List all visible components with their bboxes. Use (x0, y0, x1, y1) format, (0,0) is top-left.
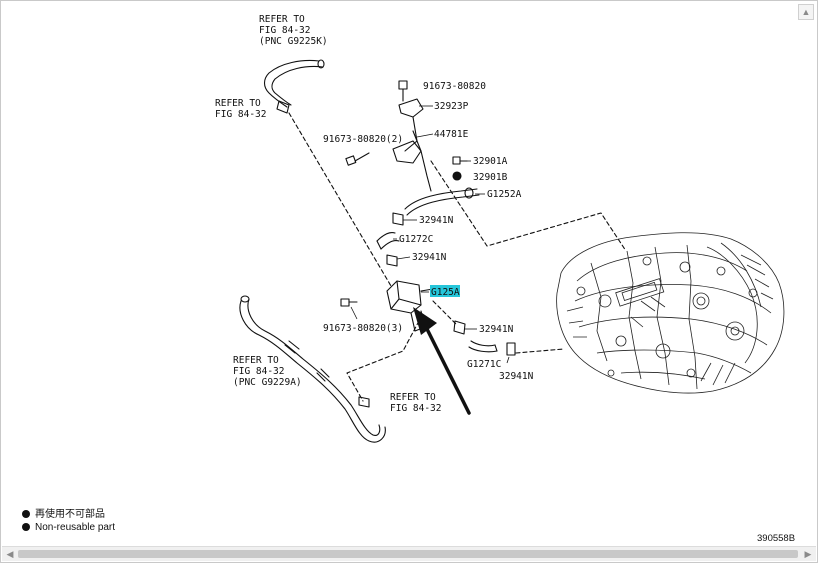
label-32941N-4: 32941N (499, 371, 534, 382)
label-refer-left-1: REFER TO (215, 98, 261, 109)
label-G1271C: G1271C (467, 359, 501, 370)
label-32901B: 32901B (473, 172, 508, 183)
label-refer-bl-3: (PNC G9229A) (233, 377, 302, 388)
label-32941N-3: 32941N (479, 324, 514, 335)
clamp-bottom (358, 396, 370, 408)
label-91673-3: 91673-80820(3) (323, 323, 403, 334)
bolt-32901A (452, 156, 468, 165)
label-32941N-1: 32941N (419, 215, 454, 226)
leader-lines (288, 112, 627, 402)
label-refer-top-3: (PNC G9225K) (259, 36, 328, 47)
label-G125A: G125A (431, 287, 460, 298)
label-refer-left-2: FIG 84-32 (215, 109, 266, 120)
label-32923P: 32923P (434, 101, 469, 112)
label-leaders (350, 105, 510, 364)
label-G1272C: G1272C (399, 234, 433, 245)
scroll-left-icon[interactable]: ◀ (6, 549, 14, 559)
hose-G1252A (404, 187, 480, 216)
legend-item-jp: 再使用不可部品 (22, 509, 105, 521)
pointer-arrow (413, 307, 471, 415)
bolt-91673-3 (340, 298, 358, 307)
hose-bottom-left (239, 295, 386, 443)
legend-text-jp: 再使用不可部品 (35, 509, 105, 520)
labels: REFER TO FIG 84-32 (PNC G9225K) REFER TO… (215, 14, 534, 414)
nut-32901B (452, 171, 462, 181)
legend-text-en: Non-reusable part (35, 522, 116, 533)
label-refer-bl-1: REFER TO (233, 355, 279, 366)
bolt-91673-2 (345, 152, 370, 166)
hose-G1272C (376, 231, 400, 250)
label-32901A: 32901A (473, 156, 508, 167)
legend-item-en: Non-reusable part (22, 522, 115, 534)
label-91673-top: 91673-80820 (423, 81, 486, 92)
horizontal-scrollbar[interactable]: ◀ ▶ (2, 546, 816, 561)
label-refer-bottom-1: REFER TO (390, 392, 436, 403)
scroll-right-icon[interactable]: ▶ (804, 549, 812, 559)
label-G1252A: G1252A (487, 189, 522, 200)
label-44781E: 44781E (434, 129, 469, 140)
label-refer-top-2: FIG 84-32 (259, 25, 310, 36)
label-refer-bl-2: FIG 84-32 (233, 366, 284, 377)
label-refer-bottom-2: FIG 84-32 (390, 403, 441, 414)
label-refer-top-1: REFER TO (259, 14, 305, 25)
bullet-icon (22, 523, 30, 531)
scroll-up-icon[interactable]: ▲ (798, 4, 814, 20)
clamp-32941N-1 (392, 212, 404, 226)
scrollbar-thumb[interactable] (18, 550, 798, 558)
clamp-32941N-2 (386, 254, 398, 267)
bolt-91673-top (398, 80, 408, 102)
hose-G1271C (468, 340, 498, 353)
figure-number: 390558B (757, 533, 796, 544)
bullet-icon (22, 510, 30, 518)
transaxle-assembly (556, 232, 785, 394)
bracket-44781E (392, 130, 432, 192)
label-32941N-2: 32941N (412, 252, 447, 263)
highlight-G125A (430, 285, 460, 297)
hose-top (263, 59, 325, 114)
clamp-32941N-3 (453, 320, 466, 335)
label-91673-2: 91673-80820(2) (323, 134, 403, 145)
clamp-32941N-4 (506, 342, 516, 356)
